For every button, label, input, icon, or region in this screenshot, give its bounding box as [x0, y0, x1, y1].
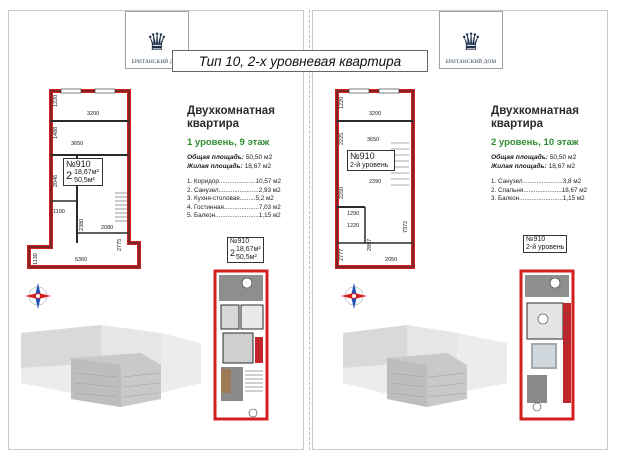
room-item: 3. Кухня-столовая.........5,2 м2	[187, 195, 274, 203]
mini-apartment-number: №910	[526, 236, 546, 243]
apartment-info-level-1: Двухкомнатная квартира 1 уровень, 9 этаж…	[187, 105, 313, 221]
mini-apartment-tag: №910 2 18,67м² 50,5м²	[227, 237, 264, 263]
page-divider	[309, 10, 310, 450]
apartment-type-title: Двухкомнатная	[491, 105, 579, 117]
total-area-label: Общая площадь:	[491, 154, 548, 161]
tag-living-area: 18,67м²	[74, 169, 99, 176]
dim-label: 3650	[71, 141, 83, 147]
room-item: 3. Балкон.........................1,15 м…	[491, 195, 585, 203]
total-area-label: Общая площадь:	[187, 154, 244, 161]
living-area-value: 18,67 м2	[548, 163, 576, 170]
right-page: ♛ БРИТАНСКИЙ ДОМ 3200 1220 2225 3650 239…	[312, 10, 608, 450]
dim-label: 2046	[53, 175, 59, 187]
apartment-type-subtitle: квартира	[187, 118, 240, 130]
crown-icon: ♛	[146, 29, 168, 56]
mini-plan-level-1	[207, 257, 275, 428]
apartment-tag: №910 2 18,67м² 50,5м²	[63, 158, 103, 186]
building-3d-render	[337, 303, 517, 418]
tag-level: 2-й уровень	[350, 162, 389, 169]
dim-label: 2777	[339, 249, 345, 261]
living-area-label: Жилая площадь:	[187, 163, 243, 170]
room-item: 2. Спальня......................18,67 м2	[491, 186, 588, 194]
level-floor-label: 1 уровень, 9 этаж	[187, 137, 270, 148]
dim-label: 1220	[53, 95, 59, 107]
dim-label: 3200	[87, 111, 99, 117]
mini-apartment-number: №910	[230, 238, 250, 245]
dim-label: 2390	[369, 179, 381, 185]
dim-label: 1220	[347, 223, 359, 229]
dim-label: 2080	[101, 225, 113, 231]
dim-label: 2380	[79, 219, 85, 231]
dim-label: 7372	[403, 221, 409, 233]
dim-label: 1220	[339, 97, 345, 109]
apartment-tag: №910 2-й уровень	[347, 150, 395, 171]
mini-tag-living-area: 18,67м²	[236, 246, 261, 253]
dim-label: 2225	[339, 133, 345, 145]
apartment-type-title: Двухкомнатная	[187, 105, 275, 117]
compass-rose-icon	[23, 281, 53, 316]
room-item: 1. Санузел.......................3,8 м2	[491, 178, 582, 185]
crown-icon: ♛	[460, 29, 482, 56]
dim-label: 1130	[33, 253, 39, 265]
dim-label: 3650	[367, 137, 379, 143]
mini-apartment-tag: №910 2-й уровень	[523, 235, 568, 253]
total-area-value: 50,50 м2	[245, 154, 273, 161]
tag-level: 2	[66, 170, 73, 182]
dim-label: 2250	[339, 187, 345, 199]
total-area-value: 50,50 м2	[549, 154, 577, 161]
dim-label: 1190	[53, 209, 65, 215]
tag-total-area: 50,5м²	[74, 177, 95, 184]
building-3d-render	[11, 303, 211, 418]
apartment-number: №910	[350, 151, 375, 161]
mini-tag-level: 2-й уровень	[526, 244, 565, 251]
room-item: 2. Санузел.......................2,93 м2	[187, 186, 281, 194]
brand-logo: ♛ БРИТАНСКИЙ ДОМ	[125, 11, 189, 69]
brand-logo: ♛ БРИТАНСКИЙ ДОМ	[439, 11, 503, 69]
living-area-value: 18,67 м2	[244, 163, 272, 170]
apartment-type-subtitle: квартира	[491, 118, 544, 130]
dim-label: 1488	[53, 127, 59, 139]
room-list: 1. Санузел.......................3,8 м2 …	[491, 178, 617, 204]
room-list: 1. Коридор.....................10,57 м2 …	[187, 178, 313, 221]
area-summary: Общая площадь: 50,50 м2 Жилая площадь: 1…	[187, 153, 313, 171]
plan-type-banner: Тип 10, 2-х уровневая квартира	[172, 50, 428, 72]
left-page: ♛ БРИТАНСКИЙ ДОМ 3200	[8, 10, 304, 450]
living-area-label: Жилая площадь:	[491, 163, 547, 170]
mini-plan-level-2	[513, 257, 581, 428]
compass-rose-icon	[339, 281, 369, 316]
dim-label: 2775	[117, 239, 123, 251]
dim-label: 2050	[385, 257, 397, 263]
dim-label: 1290	[347, 211, 359, 217]
brand-name: БРИТАНСКИЙ ДОМ	[445, 59, 497, 65]
room-item: 4. Гостинная....................7,03 м2	[187, 203, 281, 211]
dim-label: 5360	[75, 257, 87, 263]
dim-label: 2897	[367, 239, 373, 251]
apartment-number: №910	[66, 159, 91, 169]
floor-plan-level-2: 3200 1220 2225 3650 2390 2250 1290 1220 …	[325, 83, 429, 279]
mini-tag-level: 2	[230, 248, 236, 258]
level-floor-label: 2 уровень, 10 этаж	[491, 137, 579, 148]
room-item: 5. Балкон.........................1,15 м…	[187, 212, 281, 220]
mini-tag-total-area: 50,5м²	[236, 254, 257, 261]
room-item: 1. Коридор.....................10,57 м2	[187, 178, 281, 185]
apartment-info-level-2: Двухкомнатная квартира 2 уровень, 10 эта…	[491, 105, 617, 204]
area-summary: Общая площадь: 50,50 м2 Жилая площадь: 1…	[491, 153, 617, 171]
brand-name: БРИТАНСКИЙ ДОМ	[131, 59, 183, 65]
dim-label: 3200	[369, 111, 381, 117]
